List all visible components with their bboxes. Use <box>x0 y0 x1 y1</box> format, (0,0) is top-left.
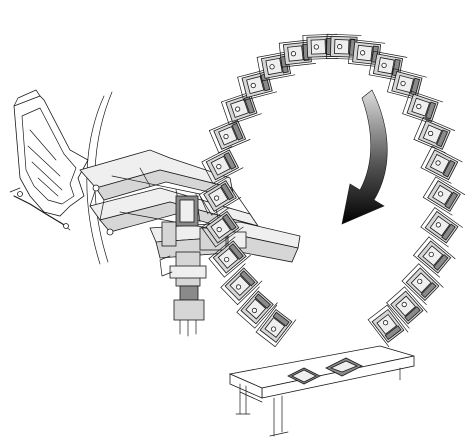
conveyor-table <box>228 345 415 437</box>
tooling-module <box>201 207 244 248</box>
tooling-module <box>413 116 455 154</box>
rotation-arrow <box>341 89 388 225</box>
robotic-arm-gantry <box>79 149 301 263</box>
tooling-module <box>401 263 444 305</box>
tooling-ring <box>198 33 466 348</box>
tooling-module <box>420 207 463 248</box>
tooling-module <box>387 68 427 101</box>
tooling-module <box>422 176 466 216</box>
tooling-module <box>201 145 244 184</box>
tooling-module <box>236 286 278 329</box>
tooling-module <box>255 304 297 348</box>
parts-on-conveyor <box>287 357 363 385</box>
tooling-module <box>208 236 251 278</box>
tooling-module <box>278 39 316 68</box>
tooling-module <box>402 90 443 126</box>
tooling-module <box>386 286 428 329</box>
tooling-module <box>367 304 409 348</box>
tooling-module <box>348 39 386 68</box>
tooling-module <box>413 236 456 278</box>
tooling-module <box>209 116 251 154</box>
side-guard-panel <box>9 89 89 231</box>
tooling-module <box>420 145 463 184</box>
tooling-module <box>198 176 242 216</box>
tooling-module <box>221 90 262 126</box>
tooling-module <box>368 50 408 82</box>
gripper-head <box>159 251 207 337</box>
tooling-module <box>220 263 263 305</box>
